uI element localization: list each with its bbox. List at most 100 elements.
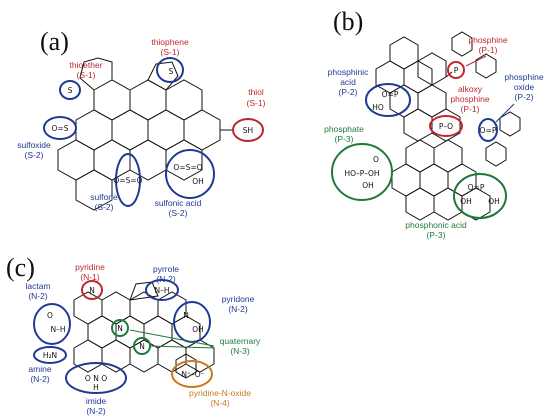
phosphinic-acid-group: O=P HO: [365, 83, 411, 117]
svg-text:HO–P–OH: HO–P–OH: [344, 169, 379, 178]
panel-b-carbon-sheets: [375, 36, 491, 221]
amine-group: H₂N: [33, 346, 67, 364]
svg-text:S: S: [68, 86, 73, 95]
pyridone-group: N OH: [173, 301, 211, 343]
panel-a: (a) S S: [17, 27, 265, 218]
imide-group: O N O H: [65, 362, 127, 394]
panel-b: (b): [324, 7, 544, 240]
label-pyridine: pyridine(N-1): [75, 262, 105, 282]
svg-text:N⁺–O⁻: N⁺–O⁻: [181, 370, 204, 379]
pyridone-highlight: [173, 301, 211, 343]
label-sulfonic-acid: sulfonic acid(S-2): [155, 198, 202, 218]
svg-text:N: N: [139, 342, 145, 351]
pyrrole-group: N–H: [129, 279, 179, 301]
label-amine: amine(N-2): [28, 364, 51, 384]
phosphine-highlight: [447, 61, 465, 79]
panel-b-letter: (b): [333, 7, 363, 36]
svg-text:OH: OH: [460, 197, 472, 206]
phosphate-group: HO–P–OH O OH: [331, 143, 393, 201]
sulfone-highlight: [115, 153, 141, 207]
label-lactam: lactam(N-2): [25, 281, 50, 301]
lactam-highlight: [33, 303, 71, 345]
svg-text:SH: SH: [243, 126, 253, 135]
label-thioether: thioether(S-1): [69, 60, 102, 80]
svg-text:P: P: [454, 66, 459, 75]
panel-c-carbon-sheet: [73, 291, 215, 373]
label-sulfone: sulfone(S-2): [90, 192, 118, 212]
label-phosphine: phosphine(P-1): [468, 35, 508, 55]
label-pyridone: pyridone(N-2): [222, 294, 255, 314]
svg-text:OH: OH: [192, 325, 204, 334]
svg-text:S: S: [169, 67, 174, 76]
label-phosphonic-acid: phosphonic acid(P-3): [405, 220, 467, 240]
quaternary-group: N N: [111, 319, 215, 355]
quaternary-highlight-1: [111, 319, 129, 337]
label-pyrrole: pyrrole(N-2): [153, 264, 179, 284]
svg-text:O: O: [47, 311, 53, 320]
phosphonic-highlight: [453, 173, 507, 219]
phosphine-oxide-group: O=P: [478, 103, 515, 142]
svg-text:O=P: O=P: [468, 183, 485, 192]
phosphinic-highlight: [365, 83, 411, 117]
oxide-pointer: [495, 103, 515, 123]
svg-text:OH: OH: [362, 181, 374, 190]
phosphine-group: P: [445, 55, 487, 79]
thioether-highlight: [59, 80, 81, 100]
label-phosphate: phosphate(P-3): [324, 124, 364, 144]
quaternary-pointer-2: [149, 345, 215, 349]
sulfoxide-group: O=S: [43, 116, 77, 140]
panel-c-letter: (c): [6, 253, 35, 282]
oxide-highlight: [478, 118, 498, 142]
pyrrole-highlight: [145, 279, 179, 301]
svg-text:O=S: O=S: [52, 124, 69, 133]
n-oxide-highlight: [171, 360, 213, 388]
phosphine-pointer: [465, 55, 487, 67]
label-pyridine-n-oxide: pyridine-N-oxide(N-4): [189, 388, 251, 408]
phosphonic-acid-group: O=P OH OH: [453, 173, 507, 219]
svg-text:N: N: [117, 324, 123, 333]
alkoxy-highlight: [429, 115, 463, 137]
thiol-highlight: [232, 118, 264, 142]
label-thiophene: thiophene(S-1): [151, 37, 189, 57]
pyridine-highlight: [81, 280, 103, 300]
lactam-group: O N–H: [33, 303, 71, 345]
thiol-group: SH: [220, 118, 264, 142]
label-quaternary: quaternary(N-3): [220, 336, 261, 356]
pyridine-group: N: [81, 280, 103, 300]
label-thiol: thiol(S-1): [247, 87, 266, 108]
svg-text:O=S=O: O=S=O: [173, 163, 202, 172]
sulfoxide-highlight: [43, 116, 77, 140]
svg-text:H: H: [93, 383, 99, 392]
svg-text:H₂N: H₂N: [43, 351, 57, 360]
thioether-group: S: [59, 57, 113, 100]
thiophene-highlight: [156, 57, 184, 83]
label-sulfoxide: sulfoxide(S-2): [17, 140, 51, 160]
svg-text:O=P: O=P: [480, 126, 497, 135]
phenyl-rings: [451, 31, 521, 167]
phosphate-highlight: [331, 143, 393, 201]
label-imide: imide(N-2): [86, 396, 107, 416]
svg-text:O=S=O: O=S=O: [113, 176, 142, 185]
svg-text:N–H: N–H: [155, 286, 170, 295]
pyridine-n-oxide-group: N⁺–O⁻: [171, 353, 213, 388]
imide-highlight: [65, 362, 127, 394]
sulfone-group: O=S=O: [113, 153, 143, 207]
svg-text:HO: HO: [372, 103, 384, 112]
svg-text:N–H: N–H: [51, 325, 66, 334]
svg-text:OH: OH: [488, 197, 500, 206]
quaternary-pointer-1: [129, 329, 215, 347]
panel-a-letter: (a): [40, 27, 69, 56]
svg-text:O=P: O=P: [382, 90, 399, 99]
svg-text:N: N: [89, 286, 95, 295]
panel-c: (c) N N–H O: [6, 253, 261, 416]
svg-text:P–O: P–O: [439, 122, 453, 131]
alkoxy-phosphine-group: P–O: [429, 115, 463, 137]
amine-highlight: [33, 346, 67, 364]
sulfonic-acid-group: O=S=O OH: [165, 149, 215, 199]
thiophene-group: S: [147, 57, 184, 91]
svg-text:O N O: O N O: [85, 374, 107, 383]
